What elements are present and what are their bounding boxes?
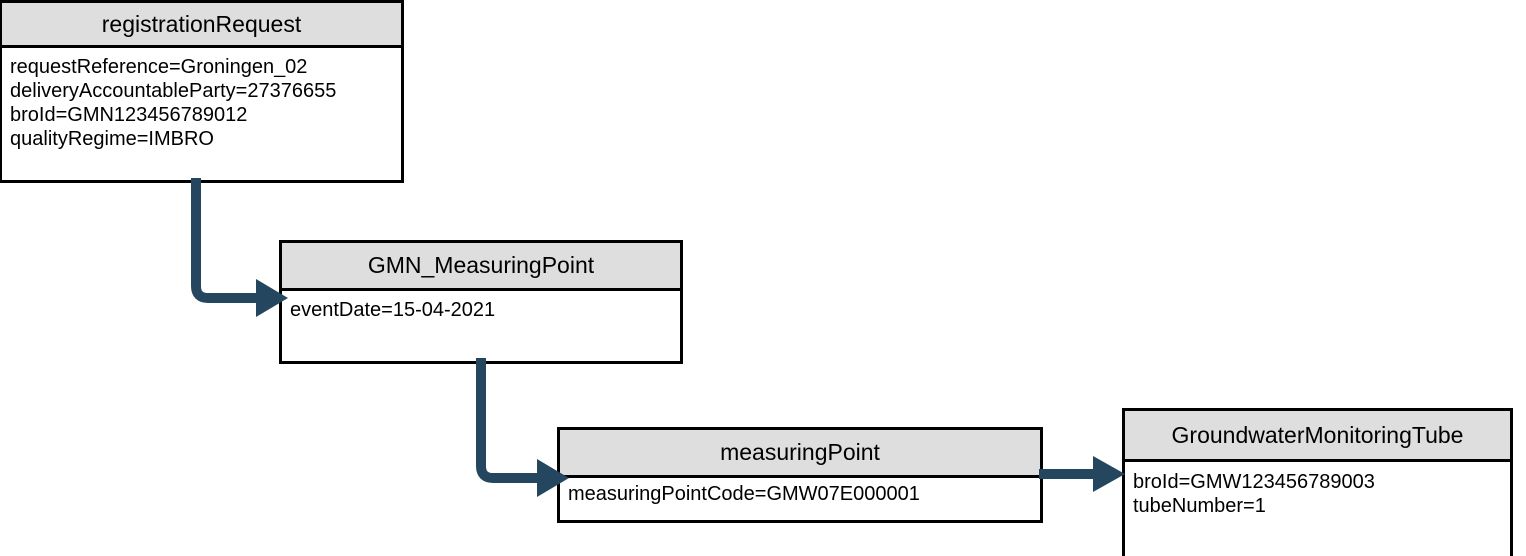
uml-attribute: qualityRegime=IMBRO <box>10 128 214 150</box>
uml-attribute: eventDate=15-04-2021 <box>290 299 496 321</box>
connector-registration-request-to-gmn-measuring-point <box>186 178 290 317</box>
uml-attribute: requestReference=Groningen_02 <box>10 56 308 78</box>
uml-box-body-measuring-point: measuringPointCode=GMW07E000001 <box>560 478 1040 520</box>
uml-box-measuring-point[interactable]: measuringPoint measuringPointCode=GMW07E… <box>557 427 1043 523</box>
uml-attribute: broId=GMW123456789003 <box>1133 471 1375 493</box>
uml-attribute: deliveryAccountableParty=27376655 <box>10 80 337 102</box>
arrowhead-icon <box>1093 456 1125 492</box>
uml-box-title-registration-request: registrationRequest <box>2 3 401 48</box>
uml-box-body-groundwater-monitoring-tube: broId=GMW123456789003 tubeNumber=1 <box>1125 462 1510 556</box>
uml-box-gmn-measuring-point[interactable]: GMN_MeasuringPoint eventDate=15-04-2021 <box>279 240 683 364</box>
uml-box-title-groundwater-monitoring-tube: GroundwaterMonitoringTube <box>1125 411 1510 462</box>
uml-attribute: broId=GMN123456789012 <box>10 104 248 126</box>
connector-line <box>191 178 260 303</box>
uml-box-title-gmn-measuring-point: GMN_MeasuringPoint <box>282 243 680 291</box>
uml-box-body-gmn-measuring-point: eventDate=15-04-2021 <box>282 291 680 361</box>
uml-attribute: tubeNumber=1 <box>1133 495 1266 517</box>
uml-box-body-registration-request: requestReference=Groningen_02 deliveryAc… <box>2 48 401 180</box>
uml-box-title-measuring-point: measuringPoint <box>560 430 1040 478</box>
connector-gmn-measuring-point-to-measuring-point <box>471 358 571 497</box>
uml-box-groundwater-monitoring-tube[interactable]: GroundwaterMonitoringTube broId=GMW12345… <box>1122 408 1513 556</box>
uml-attribute: measuringPointCode=GMW07E000001 <box>568 483 920 505</box>
connector-line <box>476 358 541 483</box>
uml-box-registration-request[interactable]: registrationRequest requestReference=Gro… <box>0 0 404 183</box>
connector-measuring-point-to-groundwater-monitoring-tube <box>1039 456 1129 492</box>
